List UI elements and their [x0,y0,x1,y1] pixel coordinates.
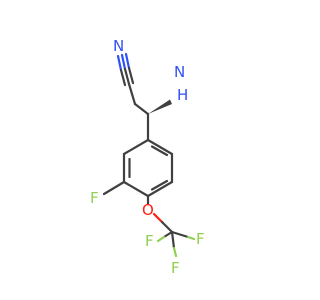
ch2-to-stereocenter-bond [133,102,150,116]
oxygen-to-cf3-bond-o [152,212,164,224]
amino-nitrogen-label: N [174,63,185,81]
amino-hydrogen-label: H [177,86,188,104]
ring-double-bond-bottom [150,179,169,191]
nitrile-triple-bond-3-c [127,66,135,85]
cf3-fluorine-left-label: F [145,232,154,250]
ring-double-bond-top [150,145,169,157]
ring-to-fluorine-bond [102,180,126,196]
cf3-bond-left-f [156,235,166,243]
amino-group [148,99,172,114]
cf3-fluorine-bottom-label: F [171,259,180,277]
ring-bond-1 [122,138,150,156]
cf3-bond-bottom-f [172,246,178,258]
nitrile-triple-bond-1-c [119,68,127,87]
benzene-ring [122,138,174,198]
nitrile-nitrogen-label: N [113,37,124,55]
trifluoromethyl-group [156,230,196,258]
nitrile-triple-bond-2-c [123,67,131,86]
nitrile-group [116,52,137,106]
cf3-bond-bottom [170,230,176,250]
nitrile-triple-bond-3 [124,52,131,70]
ring-bond-3 [122,180,150,198]
oxygen-to-cf3-bond-c [160,220,174,234]
cf3-fluorine-right-label: F [196,230,205,248]
nitrile-triple-bond-2 [120,53,127,71]
ring-bond-4 [146,180,174,198]
ring-bond-6 [146,138,174,156]
ether-oxygen-label: O [142,201,154,219]
cf3-bond-right [170,230,190,239]
ch2-to-nitrile-carbon-bond [127,82,137,106]
stereo-wedge-bond [148,99,172,114]
molecule-structure: N N H F O F F F [90,37,205,277]
nitrile-triple-bond-1 [116,54,123,72]
cf3-bond-left [162,230,174,239]
cf3-bond-right-f [186,235,196,241]
ring-fluorine-label: F [90,189,99,207]
